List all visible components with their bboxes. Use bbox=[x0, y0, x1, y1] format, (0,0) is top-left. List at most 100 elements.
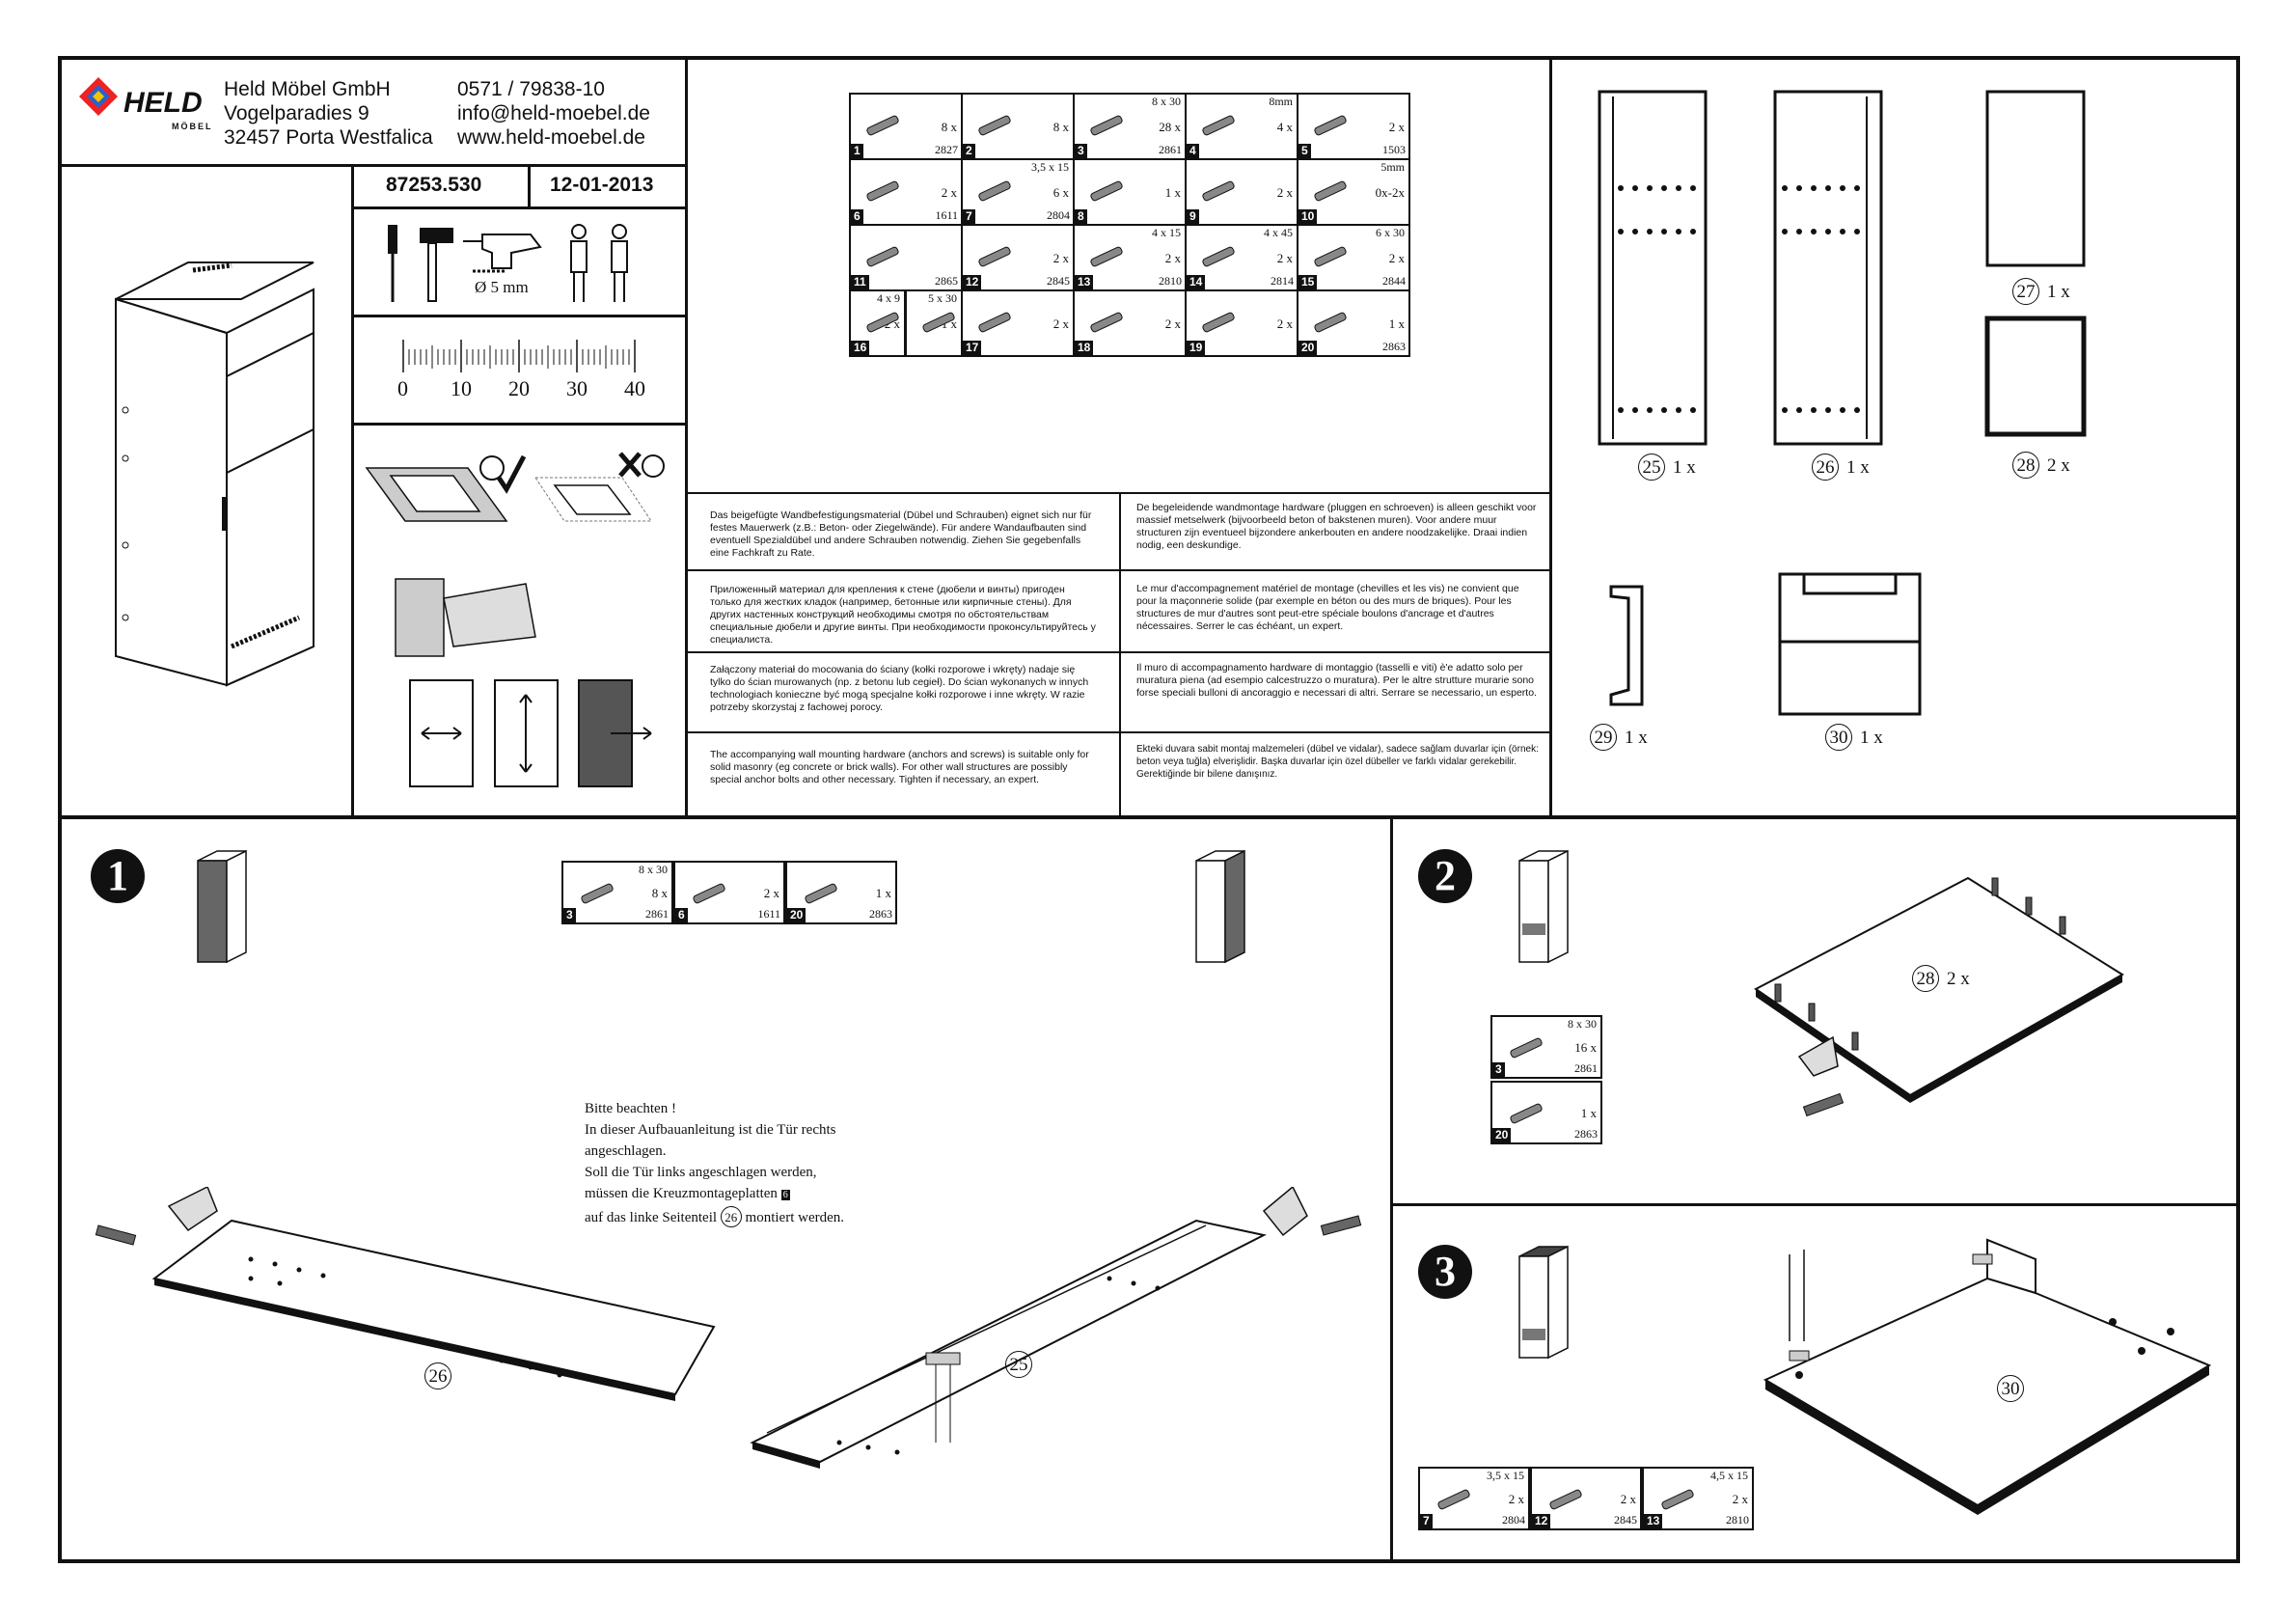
part-hardware-icon bbox=[693, 883, 725, 904]
notice-row4 bbox=[687, 731, 1550, 733]
part-qty: 1 x bbox=[875, 886, 891, 900]
part-number: 12 bbox=[963, 275, 982, 289]
panel-27-number: 27 bbox=[2012, 278, 2039, 305]
part-code: 2861 bbox=[1574, 1061, 1598, 1075]
ruler-label-30: 30 bbox=[566, 376, 588, 400]
part-quantity: 2 x bbox=[1052, 251, 1069, 265]
part-number: 2 bbox=[963, 144, 975, 158]
panel-29-number: 29 bbox=[1590, 724, 1617, 751]
part-size: 8 x 30 bbox=[1568, 1017, 1597, 1031]
part-number: 7 bbox=[963, 209, 975, 224]
divider-tools bbox=[351, 315, 686, 317]
part-quantity: 8 x bbox=[1052, 120, 1069, 134]
part-hardware-icon bbox=[1661, 1489, 1694, 1510]
part-hardware-icon bbox=[1090, 312, 1123, 333]
part-num: 6 bbox=[675, 908, 688, 922]
panel-28-number: 28 bbox=[2012, 452, 2039, 479]
part-num: 3 bbox=[1492, 1062, 1505, 1077]
part-quantity: 28 x bbox=[1159, 120, 1181, 134]
panel-30-label: 30 1 x bbox=[1825, 724, 1883, 751]
part-quantity: 2 x bbox=[1388, 120, 1405, 134]
part-quantity: 2 x bbox=[1276, 251, 1293, 265]
part-number: 3 bbox=[1075, 144, 1087, 158]
part-num: 20 bbox=[787, 908, 806, 922]
panel-26-qty: 1 x bbox=[1846, 457, 1870, 478]
part-number: 6 bbox=[851, 209, 863, 224]
step-1-cabinet-icon bbox=[197, 849, 247, 964]
step-3-panel-label: 30 bbox=[1997, 1375, 2024, 1402]
panel-26-label: 26 1 x bbox=[1812, 454, 1870, 481]
part-size: 8mm bbox=[1269, 95, 1293, 108]
part-quantity: 6 x bbox=[1052, 185, 1069, 200]
step-1-panel-26-label: 26 bbox=[424, 1362, 451, 1389]
cross-icon bbox=[618, 452, 642, 478]
page-frame bbox=[58, 56, 2240, 1563]
part-code: 2845 bbox=[1047, 274, 1070, 288]
part-hardware-icon bbox=[1314, 246, 1347, 267]
step-1-cabinet-result-icon bbox=[1195, 849, 1245, 964]
part-qty: 2 x bbox=[1508, 1492, 1524, 1506]
divider-header bbox=[351, 166, 354, 817]
part-size: 3,5 x 15 bbox=[1031, 160, 1069, 174]
part-hardware-icon bbox=[978, 180, 1011, 202]
part-hardware-icon bbox=[866, 312, 899, 333]
part-code: 1503 bbox=[1382, 143, 1406, 156]
part-code: 2863 bbox=[1574, 1127, 1598, 1141]
company-city: 32457 Porta Westfalica bbox=[224, 126, 433, 149]
ruler-label-40: 40 bbox=[624, 376, 645, 400]
part-quantity: 2 x bbox=[1276, 185, 1293, 200]
panel-26-number: 26 bbox=[1812, 454, 1839, 481]
part-code: 2845 bbox=[1614, 1513, 1637, 1527]
panels-overview bbox=[1598, 90, 2087, 716]
part-cell-19: 19 2 x bbox=[1185, 289, 1298, 357]
part-qty: 2 x bbox=[763, 886, 779, 900]
step-1-panels-illustration bbox=[95, 1187, 1362, 1469]
part-quantity: 2 x bbox=[1276, 316, 1293, 331]
step-1-note: Bitte beachten ! In dieser Aufbauanleitu… bbox=[585, 1098, 913, 1228]
held-logo: HELD MÖBEL bbox=[79, 73, 214, 141]
part-hardware-icon bbox=[1202, 180, 1235, 202]
note-line-6-text: auf das linke Seitenteil bbox=[585, 1210, 718, 1225]
part-code: 1611 bbox=[935, 208, 958, 222]
happy-face-icon bbox=[479, 455, 505, 481]
part-num: 7 bbox=[1420, 1514, 1433, 1528]
part-number: 19 bbox=[1187, 341, 1206, 355]
notice-row3 bbox=[687, 651, 1550, 653]
notice-nl: De begeleidende wandmontage hardware (pl… bbox=[1136, 502, 1537, 551]
panel-25-qty: 1 x bbox=[1673, 457, 1696, 478]
note-panel-ref: 26 bbox=[720, 1206, 742, 1227]
step-2-cabinet-icon bbox=[1518, 849, 1569, 964]
part-number: 15 bbox=[1298, 275, 1318, 289]
part-quantity: 4 x bbox=[1276, 120, 1293, 134]
step-2-panel-number: 28 bbox=[1912, 965, 1939, 992]
part-number: 17 bbox=[963, 341, 982, 355]
panel-27-label: 27 1 x bbox=[2012, 278, 2070, 305]
ruler-label-0: 0 bbox=[397, 376, 408, 400]
company-email[interactable]: info@held-moebel.de bbox=[457, 102, 650, 124]
part-code: 2827 bbox=[935, 143, 958, 156]
panel-29-label: 29 1 x bbox=[1590, 724, 1648, 751]
notice-fr: Le mur d'accompagnement matériel de mont… bbox=[1136, 583, 1519, 632]
notice-row2 bbox=[687, 569, 1550, 571]
part-quantity: 1 x bbox=[1164, 185, 1181, 200]
divider-company bbox=[60, 164, 687, 167]
step-1-panel-26-number: 26 bbox=[424, 1362, 451, 1389]
note-line-1: Bitte beachten ! bbox=[585, 1101, 676, 1116]
panel-27-qty: 1 x bbox=[2047, 282, 2070, 302]
step-3-badge: 3 bbox=[1418, 1245, 1472, 1299]
company-web[interactable]: www.held-moebel.de bbox=[457, 126, 645, 149]
step-2-badge: 2 bbox=[1418, 849, 1472, 903]
part-size: 6 x 30 bbox=[1376, 226, 1405, 239]
